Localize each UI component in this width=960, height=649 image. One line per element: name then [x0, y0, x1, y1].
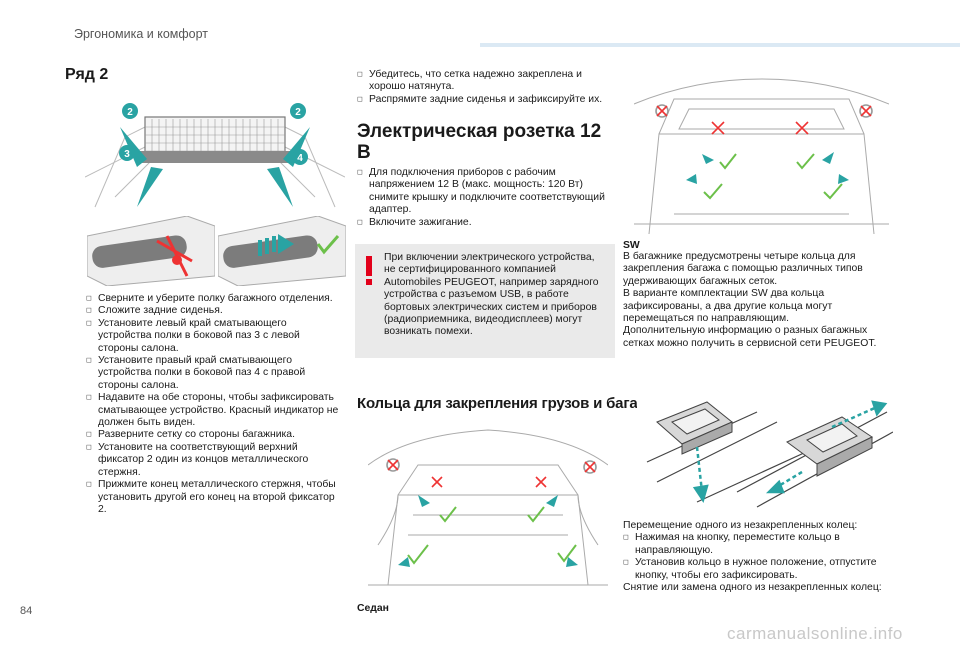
move-intro: Перемещение одного из незакрепленных кол… — [623, 520, 858, 531]
row2-title: Ряд 2 — [65, 66, 109, 83]
list-item: Установите левый край сматывающего устро… — [86, 318, 341, 355]
net-install-figure: 2 2 3 4 — [85, 97, 345, 209]
warning-box: При включении электрического устройства,… — [355, 244, 615, 358]
page-number: 84 — [20, 605, 33, 617]
figure-label-4: 4 — [297, 153, 303, 164]
sw-paragraph: В варианте комплектации SW два кольца за… — [623, 288, 833, 325]
rings-title: Кольца для закрепления грузов и багажа — [357, 395, 657, 412]
ring-move-steps: Перемещение одного из незакрепленных кол… — [623, 520, 898, 594]
ring-move-figure — [637, 392, 893, 510]
fixer-2-left-marker — [122, 103, 138, 119]
net-check-steps: Убедитесь, что сетка надежно закреплена … — [357, 69, 607, 107]
left-slot-detail-figure — [87, 216, 215, 286]
list-item: Установив кольцо в нужное положение, отп… — [623, 557, 898, 582]
list-item: Нажимая на кнопку, переместите кольцо в … — [623, 532, 898, 557]
slot-4-marker — [292, 149, 308, 165]
slot-3-marker — [119, 145, 135, 161]
figure-label-2-left: 2 — [127, 107, 133, 118]
fixer-2-right-marker — [290, 103, 306, 119]
sw-caption: SW — [623, 240, 640, 251]
sedan-caption: Седан — [357, 603, 389, 614]
removal-intro: Снятие или замена одного из незакрепленн… — [623, 582, 882, 594]
figure-label-3: 3 — [124, 149, 130, 160]
warning-text: При включении электрического устройства,… — [384, 252, 599, 338]
socket-title: Электрическая розетка 12 В — [357, 121, 602, 163]
sedan-trunk-figure — [368, 425, 608, 597]
section-header: Эргономика и комфорт — [74, 27, 209, 41]
figure-label-2-right: 2 — [295, 107, 301, 118]
list-item: Сложите задние сиденья. — [86, 305, 341, 318]
list-item: Разверните сетку со стороны багажника. — [86, 429, 341, 442]
right-slot-detail-figure — [218, 216, 346, 286]
list-item: Убедитесь, что сетка надежно закреплена … — [357, 69, 607, 94]
watermark: carmanualsonline.info — [727, 624, 903, 643]
sw-paragraph: Дополнительную информацию о разных багаж… — [623, 325, 877, 349]
sw-trunk-figure — [634, 74, 889, 239]
list-item: Распрямите задние сиденья и зафиксируйте… — [357, 94, 607, 107]
row2-steps: Сверните и уберите полку багажного отдел… — [86, 293, 341, 516]
header-bar — [480, 43, 960, 47]
list-item: Установите правый край сматывающего устр… — [86, 355, 341, 392]
list-item: Установите на соответствующий верхний фи… — [86, 442, 341, 479]
warning-icon — [366, 256, 372, 285]
list-item: Надавите на обе стороны, чтобы зафиксиро… — [86, 392, 341, 429]
list-item: Включите зажигание. — [357, 217, 612, 230]
list-item: Сверните и уберите полку багажного отдел… — [86, 293, 341, 306]
list-item: Прижмите конец металлического стержня, ч… — [86, 479, 341, 516]
sw-paragraph: В багажнике предусмотрены четыре кольца … — [623, 251, 863, 287]
socket-steps: Для подключения приборов с рабочим напря… — [357, 167, 612, 229]
list-item: Для подключения приборов с рабочим напря… — [357, 167, 612, 217]
sw-description: В багажнике предусмотрены четыре кольца … — [623, 251, 893, 350]
